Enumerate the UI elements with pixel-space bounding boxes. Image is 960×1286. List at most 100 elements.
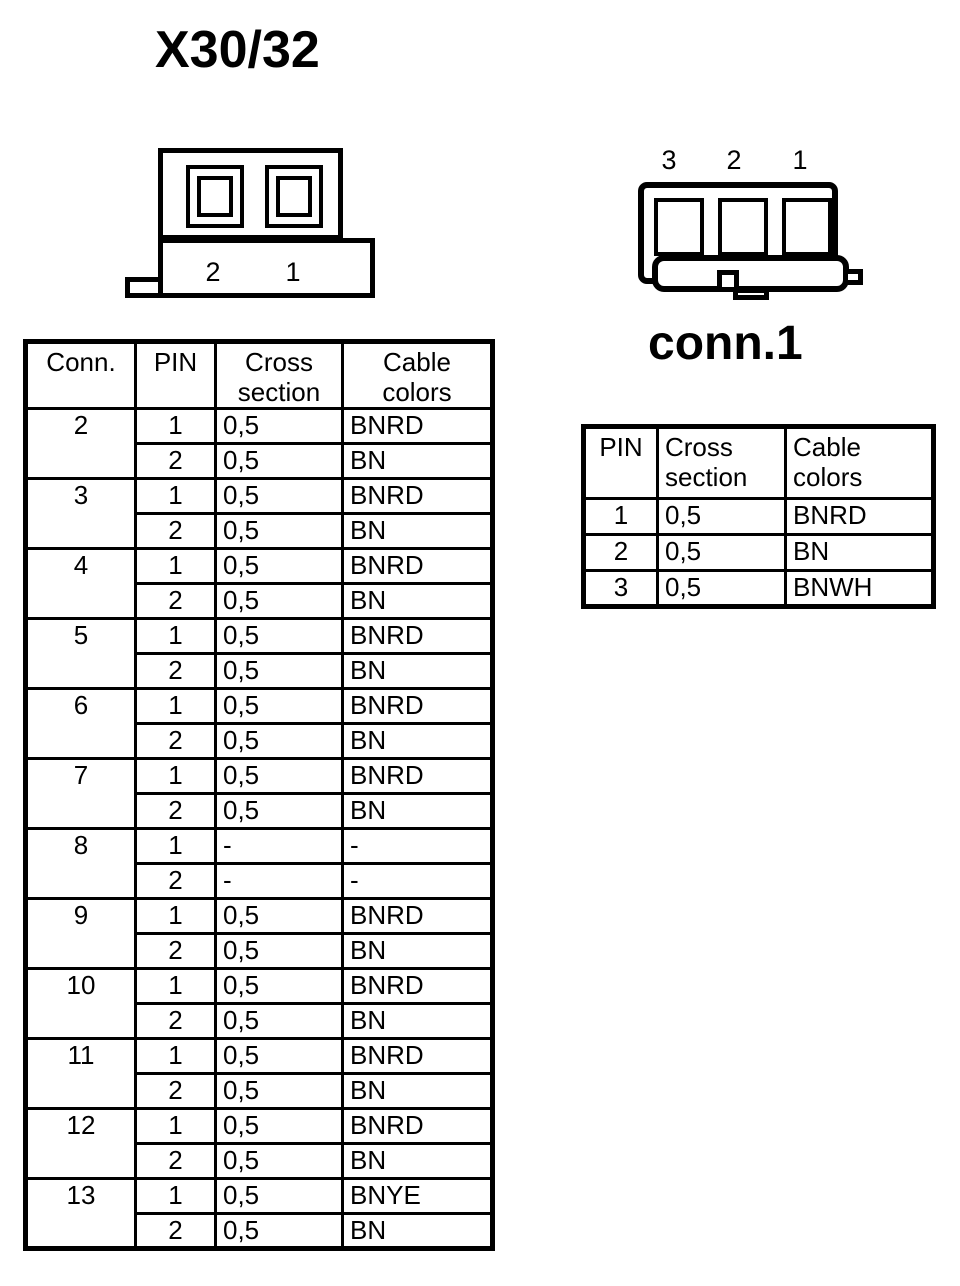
cell-cross-section: 0,5: [214, 477, 344, 515]
cell-pin: 1: [134, 1037, 217, 1075]
cell-pin: 2: [134, 1212, 217, 1250]
cell-cable-color: BN: [341, 1212, 494, 1250]
cell-conn: 13: [24, 1177, 137, 1250]
cell-cross-section: -: [214, 827, 344, 865]
cell-pin: 1: [134, 757, 217, 795]
cell-cross-section: 0,5: [214, 407, 344, 445]
cell-pin: 2: [134, 652, 217, 690]
contact-cavity-inner-2: [197, 176, 233, 217]
cell-pin: 2: [134, 512, 217, 550]
latch-bottom-tab: [733, 288, 769, 300]
header-cross-line2: section: [665, 462, 748, 492]
connector-side-tab: [125, 277, 163, 298]
cell-cable-color: BNRD: [341, 617, 494, 655]
cell-conn: 5: [24, 617, 137, 690]
cell-cable-color: BNRD: [784, 497, 935, 536]
cell-cable-color: BN: [341, 652, 494, 690]
cell-pin: 2: [134, 442, 217, 480]
cell-pin: 1: [134, 407, 217, 445]
cell-pin: 2: [134, 792, 217, 830]
right-connector-drawing: 3 2 1: [630, 145, 880, 305]
cell-cable-color: BNRD: [341, 1037, 494, 1075]
cell-cross-section: 0,5: [214, 652, 344, 690]
cell-cable-color: BN: [341, 722, 494, 760]
cell-cross-section: 0,5: [214, 897, 344, 935]
cell-cable-color: BNRD: [341, 967, 494, 1005]
cell-pin: 1: [134, 1107, 217, 1145]
latch-right-tab: [843, 269, 863, 285]
cell-pin: 2: [134, 1002, 217, 1040]
right-connector-pin-label-1: 1: [792, 145, 808, 175]
cell-cross-section: 0,5: [214, 512, 344, 550]
right-connector-pin-label-2: 2: [726, 145, 742, 175]
header-color-line2: colors: [793, 462, 863, 492]
cell-conn: 7: [24, 757, 137, 830]
right-connector-pin-label-3: 3: [661, 145, 677, 175]
header-cross-section: Cross section: [214, 340, 344, 410]
side-table-head: PIN Cross section Cable colors: [582, 425, 935, 500]
cell-cable-color: BN: [341, 442, 494, 480]
cell-conn: 3: [24, 477, 137, 550]
table-row: 2--: [26, 862, 494, 900]
header-pin: PIN: [582, 425, 659, 500]
cell-cross-section: 0,5: [214, 967, 344, 1005]
header-cross-line2: section: [237, 377, 321, 407]
cell-pin: 1: [134, 617, 217, 655]
header-color-line1: Cable: [383, 347, 451, 377]
cell-pin: 1: [134, 1177, 217, 1215]
cell-cross-section: 0,5: [214, 1002, 344, 1040]
cell-pin: 1: [134, 547, 217, 585]
connector-caption: conn.1: [648, 317, 803, 370]
contact-cavity-inner-1: [276, 176, 312, 217]
cell-cross-section: 0,5: [656, 533, 787, 572]
connector-housing-lower: [158, 238, 375, 298]
cell-cross-section: 0,5: [214, 757, 344, 795]
cell-cross-section: 0,5: [214, 582, 344, 620]
header-cross-line1: Cross: [665, 432, 733, 462]
cell-cable-color: BNWH: [784, 569, 935, 608]
cell-cross-section: 0,5: [656, 569, 787, 608]
cell-pin: 2: [134, 862, 217, 900]
header-color-line2: colors: [382, 377, 452, 407]
cell-cable-color: -: [341, 827, 494, 865]
header-cable-colors: Cable colors: [341, 340, 494, 410]
left-connector-pin-label-1: 1: [285, 257, 301, 287]
cell-cable-color: BN: [341, 1002, 494, 1040]
cell-pin: 1: [134, 827, 217, 865]
cell-cross-section: 0,5: [214, 617, 344, 655]
left-connector-pin-label-2: 2: [205, 257, 221, 287]
cell-conn: 12: [24, 1107, 137, 1180]
cell-cable-color: BNRD: [341, 547, 494, 585]
cell-cross-section: 0,5: [214, 722, 344, 760]
cell-cross-section: 0,5: [214, 1212, 344, 1250]
cell-conn: 9: [24, 897, 137, 970]
cell-cable-color: BNRD: [341, 1107, 494, 1145]
cell-conn: 11: [24, 1037, 137, 1110]
cell-pin: 2: [134, 932, 217, 970]
cell-cross-section: 0,5: [214, 1177, 344, 1215]
left-connector-drawing: 2 1: [120, 143, 385, 303]
cell-cable-color: BNRD: [341, 757, 494, 795]
main-table-head: Conn. PIN Cross section Cable colors: [24, 340, 494, 410]
header-cross-line1: Cross: [245, 347, 313, 377]
